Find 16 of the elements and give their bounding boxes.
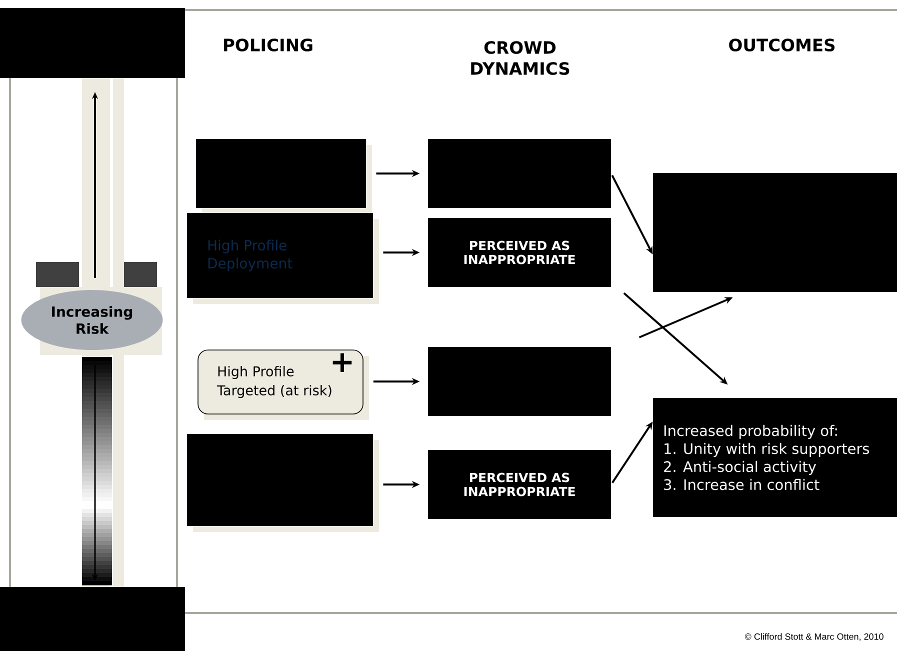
- redacted-box: [653, 173, 897, 292]
- column-heading: CROWD DYNAMICS: [471, 41, 570, 75]
- process-box: PERCEIVED AS INAPPROPRIATE: [428, 450, 611, 519]
- column-heading: POLICING: [224, 38, 312, 52]
- redacted-box: [428, 347, 611, 416]
- copyright-note: © Clifford Stott & Marc Otten, 2010: [744, 633, 884, 641]
- process-box: High Profile Targeted (at risk) +: [198, 350, 369, 420]
- column-heading: OUTCOMES: [729, 38, 835, 52]
- redacted-box: [428, 139, 611, 208]
- process-box: Increased probability of: 1. Unity with risk supporters 2. Anti-social activity 3. Increase in conflict: [653, 398, 897, 517]
- redacted-box: [196, 139, 372, 214]
- process-box: PERCEIVED AS INAPPROPRIATE: [428, 218, 611, 287]
- redacted-box: [0, 587, 185, 651]
- process-box: High Profile Deployment: [187, 213, 379, 304]
- redacted-box: [0, 8, 185, 78]
- redacted-box: [187, 434, 379, 532]
